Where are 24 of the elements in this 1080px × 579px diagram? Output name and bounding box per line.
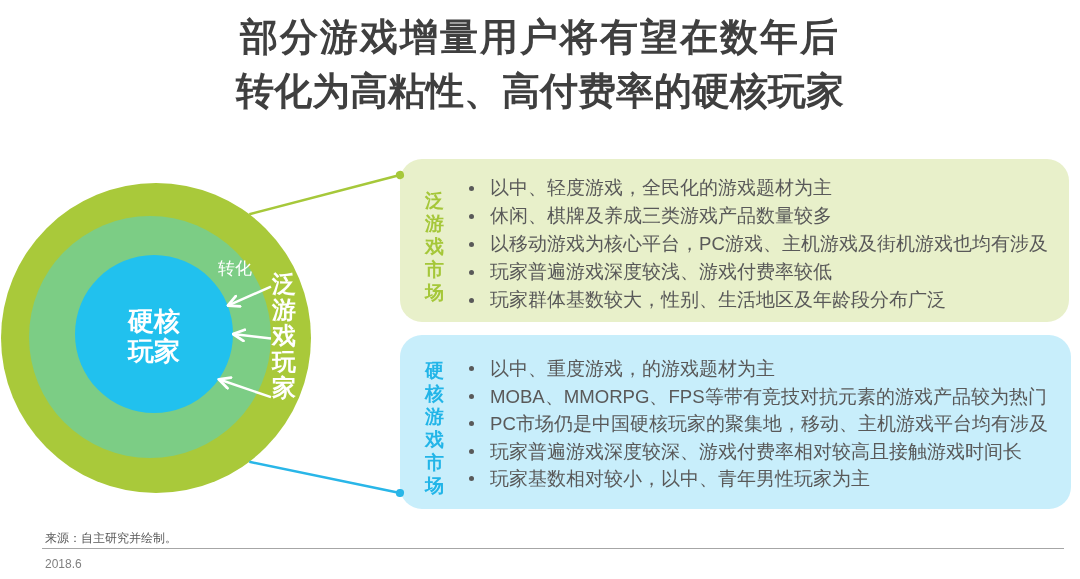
bullet-item: 休闲、棋牌及养成三类游戏产品数量较多: [490, 205, 832, 226]
bullet-item: 玩家群体基数较大，性别、生活地区及年龄段分布广泛: [490, 289, 946, 310]
edge-label: 转化: [218, 259, 252, 279]
arrow: [226, 285, 272, 308]
source-note: 来源：自主研究并绘制。: [45, 531, 177, 546]
date-note: 2018.6: [45, 557, 82, 572]
panel-title: 硬核游戏市场: [424, 359, 444, 497]
bullet-item: 以中、重度游戏，的游戏题材为主: [490, 358, 775, 379]
connector-line: [249, 170, 405, 216]
title: 部分游戏增量用户将有望在数年后转化为高粘性、高付费率的硬核玩家: [234, 15, 845, 114]
ring-label: 泛游戏玩家: [271, 271, 297, 401]
info-panel: [400, 159, 1069, 322]
bullet-item: 以移动游戏为核心平台，PC游戏、主机游戏及街机游戏也均有涉及: [490, 233, 1048, 254]
bullet-item: PC市场仍是中国硬核玩家的聚集地，移动、主机游戏平台均有涉及: [490, 413, 1048, 434]
bullet-item: 以中、轻度游戏，全民化的游戏题材为主: [490, 177, 832, 198]
panel-title: 泛游戏市场: [424, 189, 444, 304]
bullet-item: 玩家普遍游戏深度较浅、游戏付费率较低: [490, 261, 832, 282]
circle-label: 硬核玩家: [127, 306, 181, 366]
connector-line: [249, 460, 405, 498]
arrow: [231, 328, 272, 343]
bullet-item: 玩家基数相对较小，以中、青年男性玩家为主: [490, 468, 870, 489]
bullet-item: 玩家普遍游戏深度较深、游戏付费率相对较高且接触游戏时间长: [490, 440, 1022, 462]
bullet-item: MOBA、MMORPG、FPS等带有竞技对抗元素的游戏产品较为热门: [490, 385, 1047, 407]
info-panel: [400, 335, 1071, 509]
